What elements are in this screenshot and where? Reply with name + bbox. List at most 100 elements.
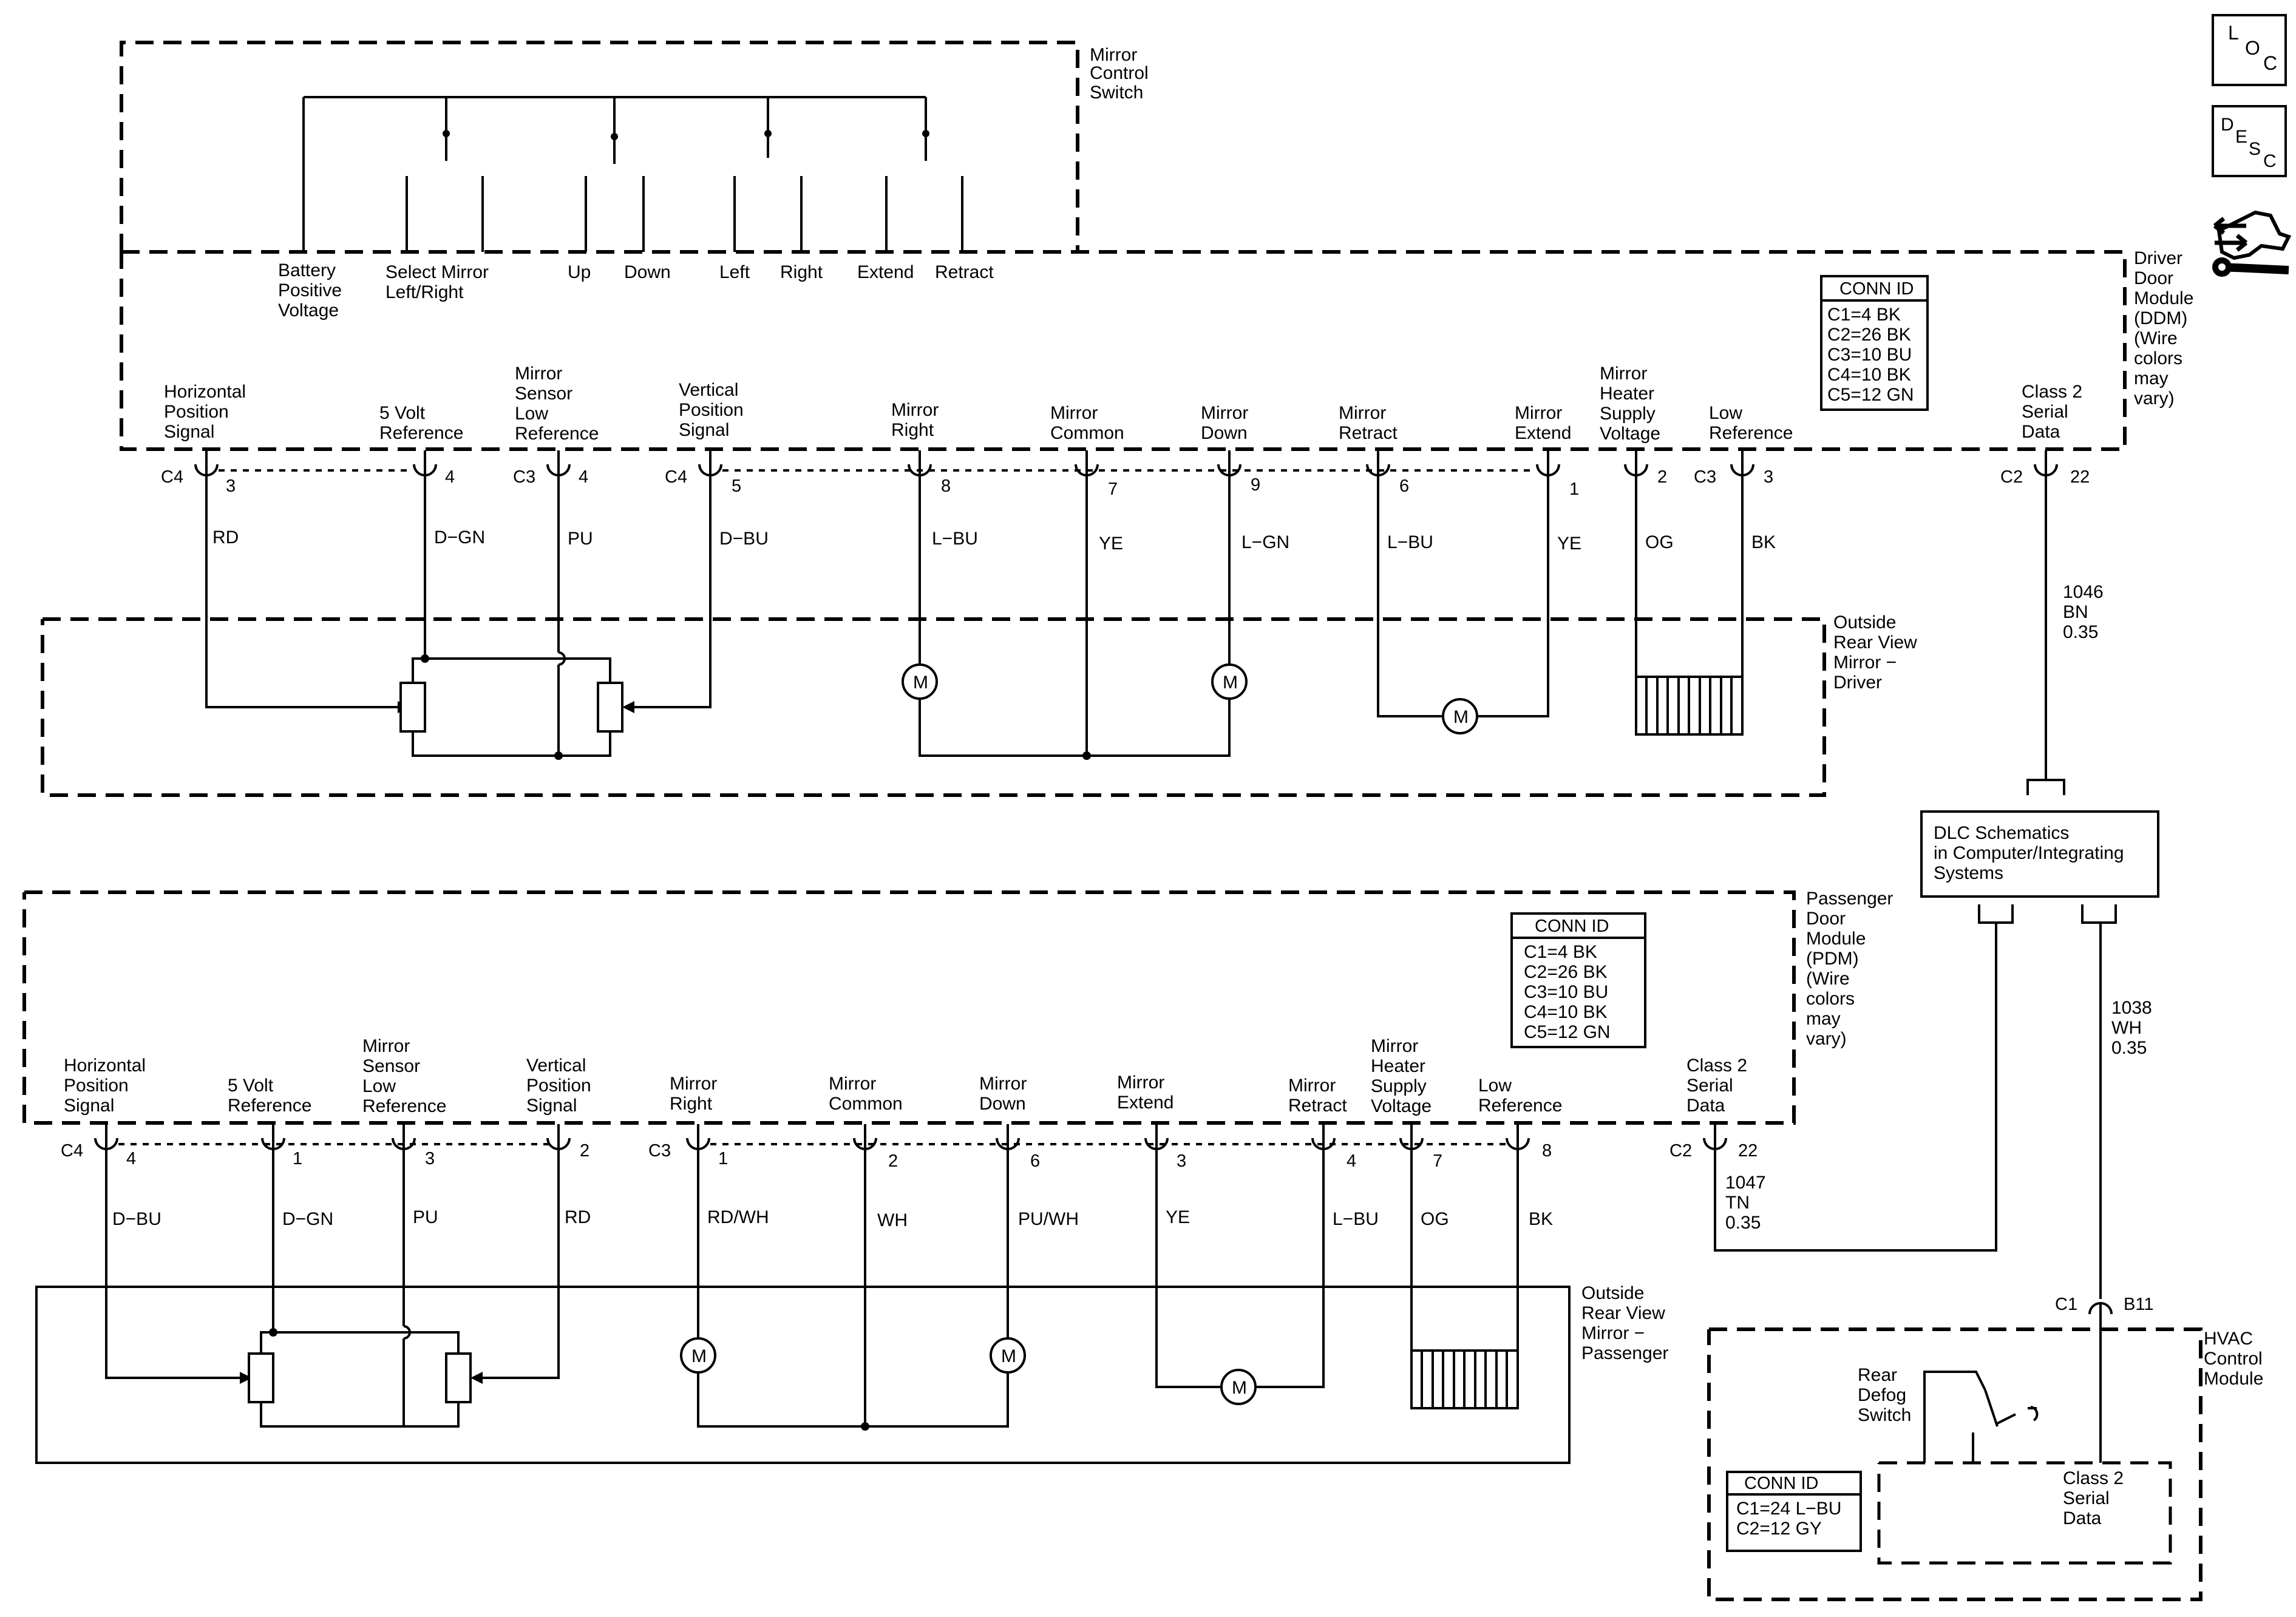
pdm-title: Passenger Door Module (PDM) (Wire colors…: [1806, 889, 1893, 1049]
svg-text:Down: Down: [979, 1094, 1026, 1114]
svg-text:1: 1: [718, 1149, 728, 1168]
svg-text:1038: 1038: [2111, 998, 2152, 1018]
svg-text:Door: Door: [1806, 909, 1846, 929]
ddm-conn-id-table: CONN ID C1=4 BK C2=26 BK C3=10 BU C4=10 …: [1820, 275, 1929, 411]
svg-text:CONN ID: CONN ID: [1535, 917, 1609, 936]
svg-text:Position: Position: [64, 1076, 129, 1096]
svg-text:5: 5: [732, 476, 741, 496]
svg-text:1047: 1047: [1725, 1173, 1766, 1193]
svg-text:C4: C4: [61, 1141, 83, 1161]
svg-text:M: M: [1232, 1378, 1247, 1398]
svg-text:Outside: Outside: [1833, 612, 1896, 632]
mirror-control-switch: Mirror Control Switch Battery Positive V…: [120, 41, 1149, 320]
svg-text:0.35: 0.35: [1725, 1213, 1761, 1233]
svg-text:C: C: [2263, 151, 2277, 171]
svg-text:L−BU: L−BU: [1387, 532, 1433, 552]
svg-text:(Wire: (Wire: [2134, 328, 2178, 348]
svg-text:2: 2: [888, 1151, 898, 1171]
svg-text:Supply: Supply: [1371, 1076, 1427, 1096]
svg-text:in Computer/Integrating: in Computer/Integrating: [1934, 843, 2124, 863]
svg-text:C3: C3: [1694, 467, 1716, 487]
svg-text:C1=4 BK: C1=4 BK: [1524, 942, 1597, 962]
mirror-switch-title-3: Switch: [1090, 83, 1143, 103]
svg-text:3: 3: [1764, 467, 1773, 487]
svg-text:S: S: [2249, 139, 2261, 159]
svg-text:C2=12 GY: C2=12 GY: [1736, 1519, 1822, 1539]
svg-text:RD: RD: [212, 527, 239, 547]
svg-text:Mirror: Mirror: [1288, 1076, 1336, 1096]
svg-text:C4: C4: [665, 467, 687, 487]
svg-text:Reference: Reference: [362, 1096, 446, 1116]
svg-text:Sensor: Sensor: [362, 1056, 420, 1076]
svg-text:Systems: Systems: [1934, 863, 2003, 883]
svg-text:Signal: Signal: [64, 1096, 114, 1116]
switch-terminal-extend: Extend: [857, 262, 914, 282]
driver-door-module: Driver Door Module (DDM) (Wire colors ma…: [120, 248, 2193, 642]
svg-text:Rear View: Rear View: [1581, 1303, 1665, 1323]
svg-text:M: M: [1453, 707, 1469, 727]
svg-text:WH: WH: [877, 1210, 908, 1230]
svg-text:8: 8: [1542, 1141, 1552, 1161]
svg-text:Low: Low: [515, 404, 548, 424]
svg-text:Right: Right: [891, 420, 934, 440]
svg-text:Mirror: Mirror: [515, 364, 562, 384]
svg-text:PU: PU: [568, 529, 593, 549]
svg-text:(PDM): (PDM): [1806, 949, 1859, 969]
svg-text:Mirror: Mirror: [1117, 1073, 1164, 1093]
svg-text:8: 8: [941, 476, 951, 496]
desc-icon[interactable]: D E S C: [2212, 105, 2287, 177]
svg-text:4: 4: [1347, 1151, 1356, 1171]
switch-terminal-select-2: Left/Right: [385, 282, 464, 302]
svg-text:WH: WH: [2111, 1018, 2142, 1038]
switch-terminal-battery-3: Voltage: [278, 300, 339, 320]
svg-text:Low: Low: [1709, 403, 1742, 423]
svg-text:7: 7: [1108, 480, 1118, 499]
switch-terminal-right: Right: [780, 262, 823, 282]
svg-text:Mirror: Mirror: [1371, 1036, 1418, 1056]
svg-text:2: 2: [580, 1141, 589, 1161]
svg-text:Mirror: Mirror: [1515, 403, 1562, 423]
passenger-mirror-title: Outside Rear View Mirror − Passenger: [1581, 1283, 1668, 1363]
svg-text:Reference: Reference: [1478, 1096, 1562, 1116]
pdm-pin-labels: C4 4 1 3 2 C3 1 2 6 3 4 7 8 C2 22: [61, 1141, 1758, 1171]
svg-text:Retract: Retract: [1288, 1096, 1347, 1116]
svg-text:colors: colors: [2134, 348, 2182, 368]
svg-text:Mirror: Mirror: [362, 1036, 410, 1056]
svg-text:E: E: [2235, 127, 2247, 147]
service-tool-icon[interactable]: [2212, 210, 2292, 277]
svg-text:Outside: Outside: [1581, 1283, 1644, 1303]
svg-text:Driver: Driver: [2134, 248, 2182, 268]
svg-text:Mirror: Mirror: [1201, 403, 1248, 423]
hvac-conn-id-table: CONN ID C1=24 L−BU C2=12 GY: [1726, 1471, 1862, 1552]
svg-text:Vertical: Vertical: [679, 380, 738, 400]
svg-text:0.35: 0.35: [2111, 1038, 2147, 1058]
svg-text:vary): vary): [1806, 1029, 1847, 1049]
loc-icon[interactable]: L O C: [2212, 14, 2287, 86]
svg-text:Switch: Switch: [1858, 1405, 1911, 1425]
svg-text:22: 22: [1738, 1141, 1758, 1161]
svg-text:Rear: Rear: [1858, 1365, 1897, 1385]
svg-text:Mirror: Mirror: [891, 400, 939, 420]
dlc-schematics-box: DLC Schematics in Computer/Integrating S…: [1714, 475, 2159, 1299]
svg-text:Right: Right: [670, 1094, 713, 1114]
svg-text:M: M: [913, 673, 928, 693]
svg-text:Data: Data: [2063, 1508, 2102, 1528]
svg-text:Module: Module: [2134, 288, 2193, 308]
svg-text:Low: Low: [1478, 1076, 1512, 1096]
svg-text:C1=4 BK: C1=4 BK: [1827, 305, 1901, 325]
svg-text:7: 7: [1433, 1151, 1442, 1171]
svg-text:Position: Position: [679, 400, 744, 420]
svg-text:1046: 1046: [2063, 582, 2104, 602]
svg-text:PU/WH: PU/WH: [1018, 1209, 1079, 1229]
svg-text:C5=12 GN: C5=12 GN: [1524, 1022, 1611, 1042]
svg-text:Module: Module: [2204, 1369, 2263, 1389]
driver-mirror-title: Outside Rear View Mirror − Driver: [1833, 612, 1917, 693]
hvac-control-module: HVAC Control Module C1 B11 Rear Defog Sw…: [1707, 1295, 2263, 1601]
svg-text:RD/WH: RD/WH: [707, 1207, 769, 1227]
svg-text:C2=26 BK: C2=26 BK: [1524, 962, 1608, 982]
svg-text:1: 1: [1569, 480, 1579, 499]
svg-text:Class 2: Class 2: [2022, 382, 2082, 402]
svg-text:CONN ID: CONN ID: [1839, 279, 1914, 299]
svg-text:YE: YE: [1166, 1207, 1190, 1227]
